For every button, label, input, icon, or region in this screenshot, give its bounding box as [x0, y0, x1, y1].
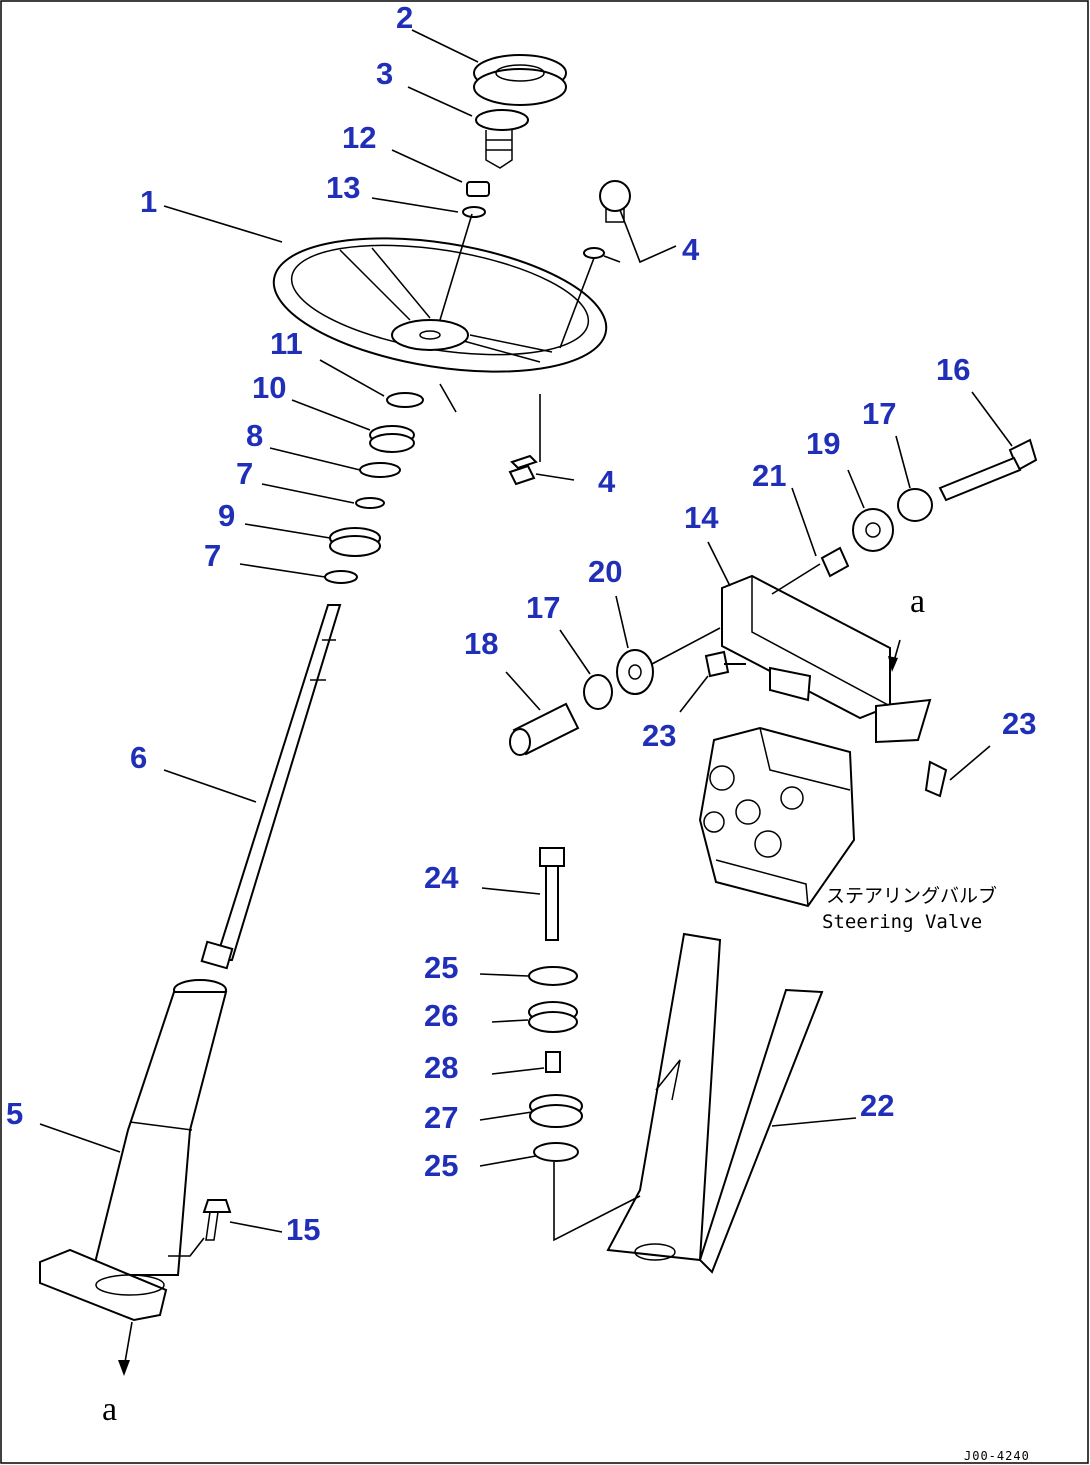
callout-24: 24 [424, 860, 459, 895]
callout-7b: 7 [204, 538, 221, 573]
part-cushion-26 [528, 1001, 578, 1033]
part-nut-12 [466, 181, 490, 197]
reference-mark-bottom: a [102, 1391, 117, 1428]
callout-4a: 4 [682, 232, 700, 267]
callout-8: 8 [246, 418, 263, 453]
part-steering-wheel [272, 237, 608, 373]
callout-18: 18 [464, 626, 498, 661]
part-spinner-knob [508, 180, 631, 486]
callout-26: 26 [424, 998, 458, 1033]
callout-5: 5 [6, 1096, 23, 1131]
part-mount-20 [616, 649, 654, 695]
callout-4b: 4 [598, 464, 616, 499]
callout-2: 2 [396, 0, 413, 35]
valve-label-en: Steering Valve [822, 911, 982, 933]
part-collar-28 [545, 1051, 561, 1073]
part-steering-shaft [200, 604, 342, 970]
callout-numbers: 2 3 12 13 1 4 11 10 8 7 4 9 7 6 5 15 16 … [6, 0, 1036, 1247]
callout-23b: 23 [1002, 706, 1036, 741]
callout-3: 3 [376, 56, 393, 91]
part-bolt-23a [704, 650, 746, 678]
part-cushion-27 [529, 1094, 583, 1128]
part-bushing-10 [369, 425, 415, 453]
callout-28: 28 [424, 1050, 458, 1085]
callout-10: 10 [252, 370, 286, 405]
part-washer-25b [533, 1142, 579, 1162]
part-washer-25a [528, 966, 578, 986]
part-mount-19 [852, 508, 894, 552]
leader-lines [39, 29, 1013, 1376]
callout-22: 22 [860, 1088, 894, 1123]
part-washer-17a [897, 488, 933, 522]
part-snap-ring-8 [359, 462, 401, 478]
valve-label-jp: ステアリングバルブ [826, 884, 997, 907]
callout-1: 1 [140, 184, 157, 219]
part-valve-bracket [721, 574, 932, 744]
part-collar-21 [820, 546, 850, 578]
callout-27: 27 [424, 1100, 458, 1135]
part-horn-cap [473, 54, 567, 106]
callout-11: 11 [270, 326, 303, 361]
part-collar-18 [509, 702, 580, 756]
part-bolt-16 [938, 438, 1038, 502]
part-steering-valve [698, 726, 856, 908]
callout-25a: 25 [424, 950, 458, 985]
part-ring-7b [324, 570, 358, 584]
part-washer-11 [386, 392, 424, 408]
part-ring-7a [355, 497, 385, 509]
callout-20: 20 [588, 554, 622, 589]
callout-17a: 17 [862, 396, 896, 431]
callout-19: 19 [806, 426, 840, 461]
document-id: J00-4240 [964, 1449, 1030, 1463]
part-horn-contact [475, 109, 529, 169]
callout-21: 21 [752, 458, 786, 493]
callout-14: 14 [684, 500, 719, 535]
callout-9: 9 [218, 498, 235, 533]
callout-23a: 23 [642, 718, 676, 753]
part-steering-column [39, 979, 228, 1322]
part-washer-13 [462, 206, 486, 218]
callout-13: 13 [326, 170, 360, 205]
callout-7a: 7 [236, 456, 253, 491]
callout-6: 6 [130, 740, 147, 775]
part-bolt-23b [924, 760, 948, 798]
callout-12: 12 [342, 120, 376, 155]
part-bolt-24 [539, 847, 565, 941]
callout-15: 15 [286, 1212, 320, 1247]
callout-25b: 25 [424, 1148, 458, 1183]
callout-16: 16 [936, 352, 970, 387]
callout-17b: 17 [526, 590, 560, 625]
part-bolt-15 [202, 1199, 232, 1241]
part-column-support [606, 932, 824, 1274]
part-bearing-9 [329, 527, 381, 557]
reference-mark-top: a [910, 583, 925, 620]
part-washer-17b [583, 674, 613, 710]
